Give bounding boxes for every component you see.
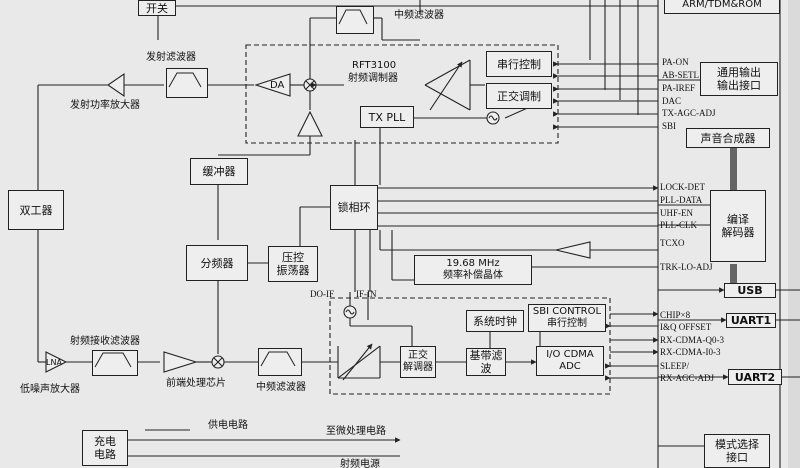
- crystal-block: 19.68 MHz 频率补偿晶体: [414, 255, 532, 285]
- switch-block: 开关: [138, 0, 176, 16]
- sig-pll-data: PLL-DATA: [660, 195, 703, 205]
- vco-block: 压控 振荡器: [268, 246, 318, 282]
- hatched-bar-bottom: [730, 264, 737, 292]
- uart1-block: UART1: [726, 313, 776, 328]
- lna-shape: [45, 351, 68, 373]
- frontend-label: 前端处理芯片: [166, 378, 226, 389]
- rx-chip-outline: [329, 297, 611, 395]
- duplexer-block: 双工器: [8, 190, 64, 230]
- codec-block: 编译 解码器: [710, 190, 766, 262]
- rft-module-outline: [245, 44, 559, 144]
- if-filter-top-label: 中频滤波器: [394, 10, 444, 21]
- sig-sbi: SBI: [662, 121, 677, 131]
- rft-label-2: 射频调制器: [348, 73, 398, 84]
- quad-mod-block: 正交调制: [486, 83, 552, 109]
- rx-filter-label: 射频接收滤波器: [70, 336, 140, 347]
- bandpass-icon: [168, 72, 202, 88]
- rx-filter-block: [92, 350, 138, 376]
- tx-buffer-amp-shape: [297, 110, 323, 137]
- sig-ab-setl: AB-SETL: [662, 70, 699, 80]
- sbi-control-block: SBI CONTROL 串行控制: [528, 304, 606, 332]
- if-filter-top-block: [336, 6, 374, 34]
- sig-pll-clk: PLL-CLK: [660, 220, 697, 230]
- to-mcu-label: 至微处理电路: [326, 426, 386, 437]
- mode-select-block: 模式选择 接口: [704, 434, 770, 468]
- sig-dac: DAC: [662, 96, 682, 106]
- sig-iq-offset: I&Q OFFSET: [660, 322, 712, 332]
- if-filter-bottom-block: [258, 348, 302, 376]
- sig-chip-x8: CHIP×8: [660, 310, 691, 320]
- serial-ctrl-block: 串行控制: [486, 51, 552, 77]
- lna-text: LNA: [46, 358, 62, 367]
- tx-pll-block: TX PLL: [360, 106, 414, 128]
- charge-block: 充电 电路: [82, 430, 128, 466]
- rf-power-label: 射频电源: [340, 459, 380, 468]
- bandpass-icon: [94, 352, 132, 368]
- sig-rx-cdma-q: RX-CDMA-Q0-3: [660, 335, 724, 345]
- sig-trk-lo-adj: TRK-LO-ADJ: [660, 262, 713, 272]
- sig-tcxo: TCXO: [660, 238, 685, 248]
- tx-pa-label: 发射功率放大器: [70, 100, 140, 111]
- sig-pa-iref: PA-IREF: [662, 83, 696, 93]
- arm-block: ARM/TDM&ROM: [664, 0, 780, 14]
- divider-block: 分频器: [186, 245, 248, 281]
- sig-uhf-en: UHF-EN: [660, 208, 693, 218]
- sig-if-in: IF-IN: [356, 289, 377, 299]
- sig-lock-det: LOCK-DET: [660, 182, 705, 192]
- bandpass-icon: [260, 351, 296, 367]
- sig-do-if: DO-IF: [310, 289, 334, 299]
- power-label: 供电电路: [208, 420, 248, 431]
- quad-demod-block: 正交 解调器: [400, 346, 436, 378]
- sig-pa-on: PA-ON: [662, 57, 689, 67]
- uart2-block: UART2: [728, 369, 782, 385]
- frontend-amp-shape: [163, 351, 198, 373]
- tx-filter-label: 发射滤波器: [146, 52, 196, 63]
- usb-block: USB: [724, 283, 776, 298]
- da-label: DA: [270, 80, 285, 91]
- sig-rx-agc-adj: RX-AGC-ADJ: [660, 373, 714, 383]
- sig-rx-cdma-i: RX-CDMA-I0-3: [660, 347, 721, 357]
- baseband-filter-block: 基带滤波: [466, 348, 506, 376]
- gpio-block: 通用输出 输出接口: [700, 62, 778, 96]
- sig-sleep: SLEEP/: [660, 361, 690, 371]
- if-filter-bottom-label: 中频滤波器: [256, 382, 306, 393]
- sig-tx-agc-adj: TX-AGC-ADJ: [662, 108, 716, 118]
- rft-label-1: RFT3100: [352, 60, 397, 71]
- right-stub: [788, 0, 800, 468]
- pll-block: 锁相环: [330, 185, 378, 230]
- lna-label: 低噪声放大器: [20, 384, 80, 395]
- bandpass-icon: [338, 9, 368, 25]
- tx-pa-shape: [107, 72, 125, 98]
- tcxo-amp-shape: [555, 241, 591, 259]
- buffer-block: 缓冲器: [190, 158, 248, 185]
- tx-filter-block: [166, 68, 208, 98]
- sys-clock-block: 系统时钟: [466, 310, 524, 332]
- io-cdma-block: I/O CDMA ADC: [536, 346, 604, 376]
- hatched-bar-top: [730, 148, 737, 190]
- voice-synth-block: 声音合成器: [686, 128, 770, 148]
